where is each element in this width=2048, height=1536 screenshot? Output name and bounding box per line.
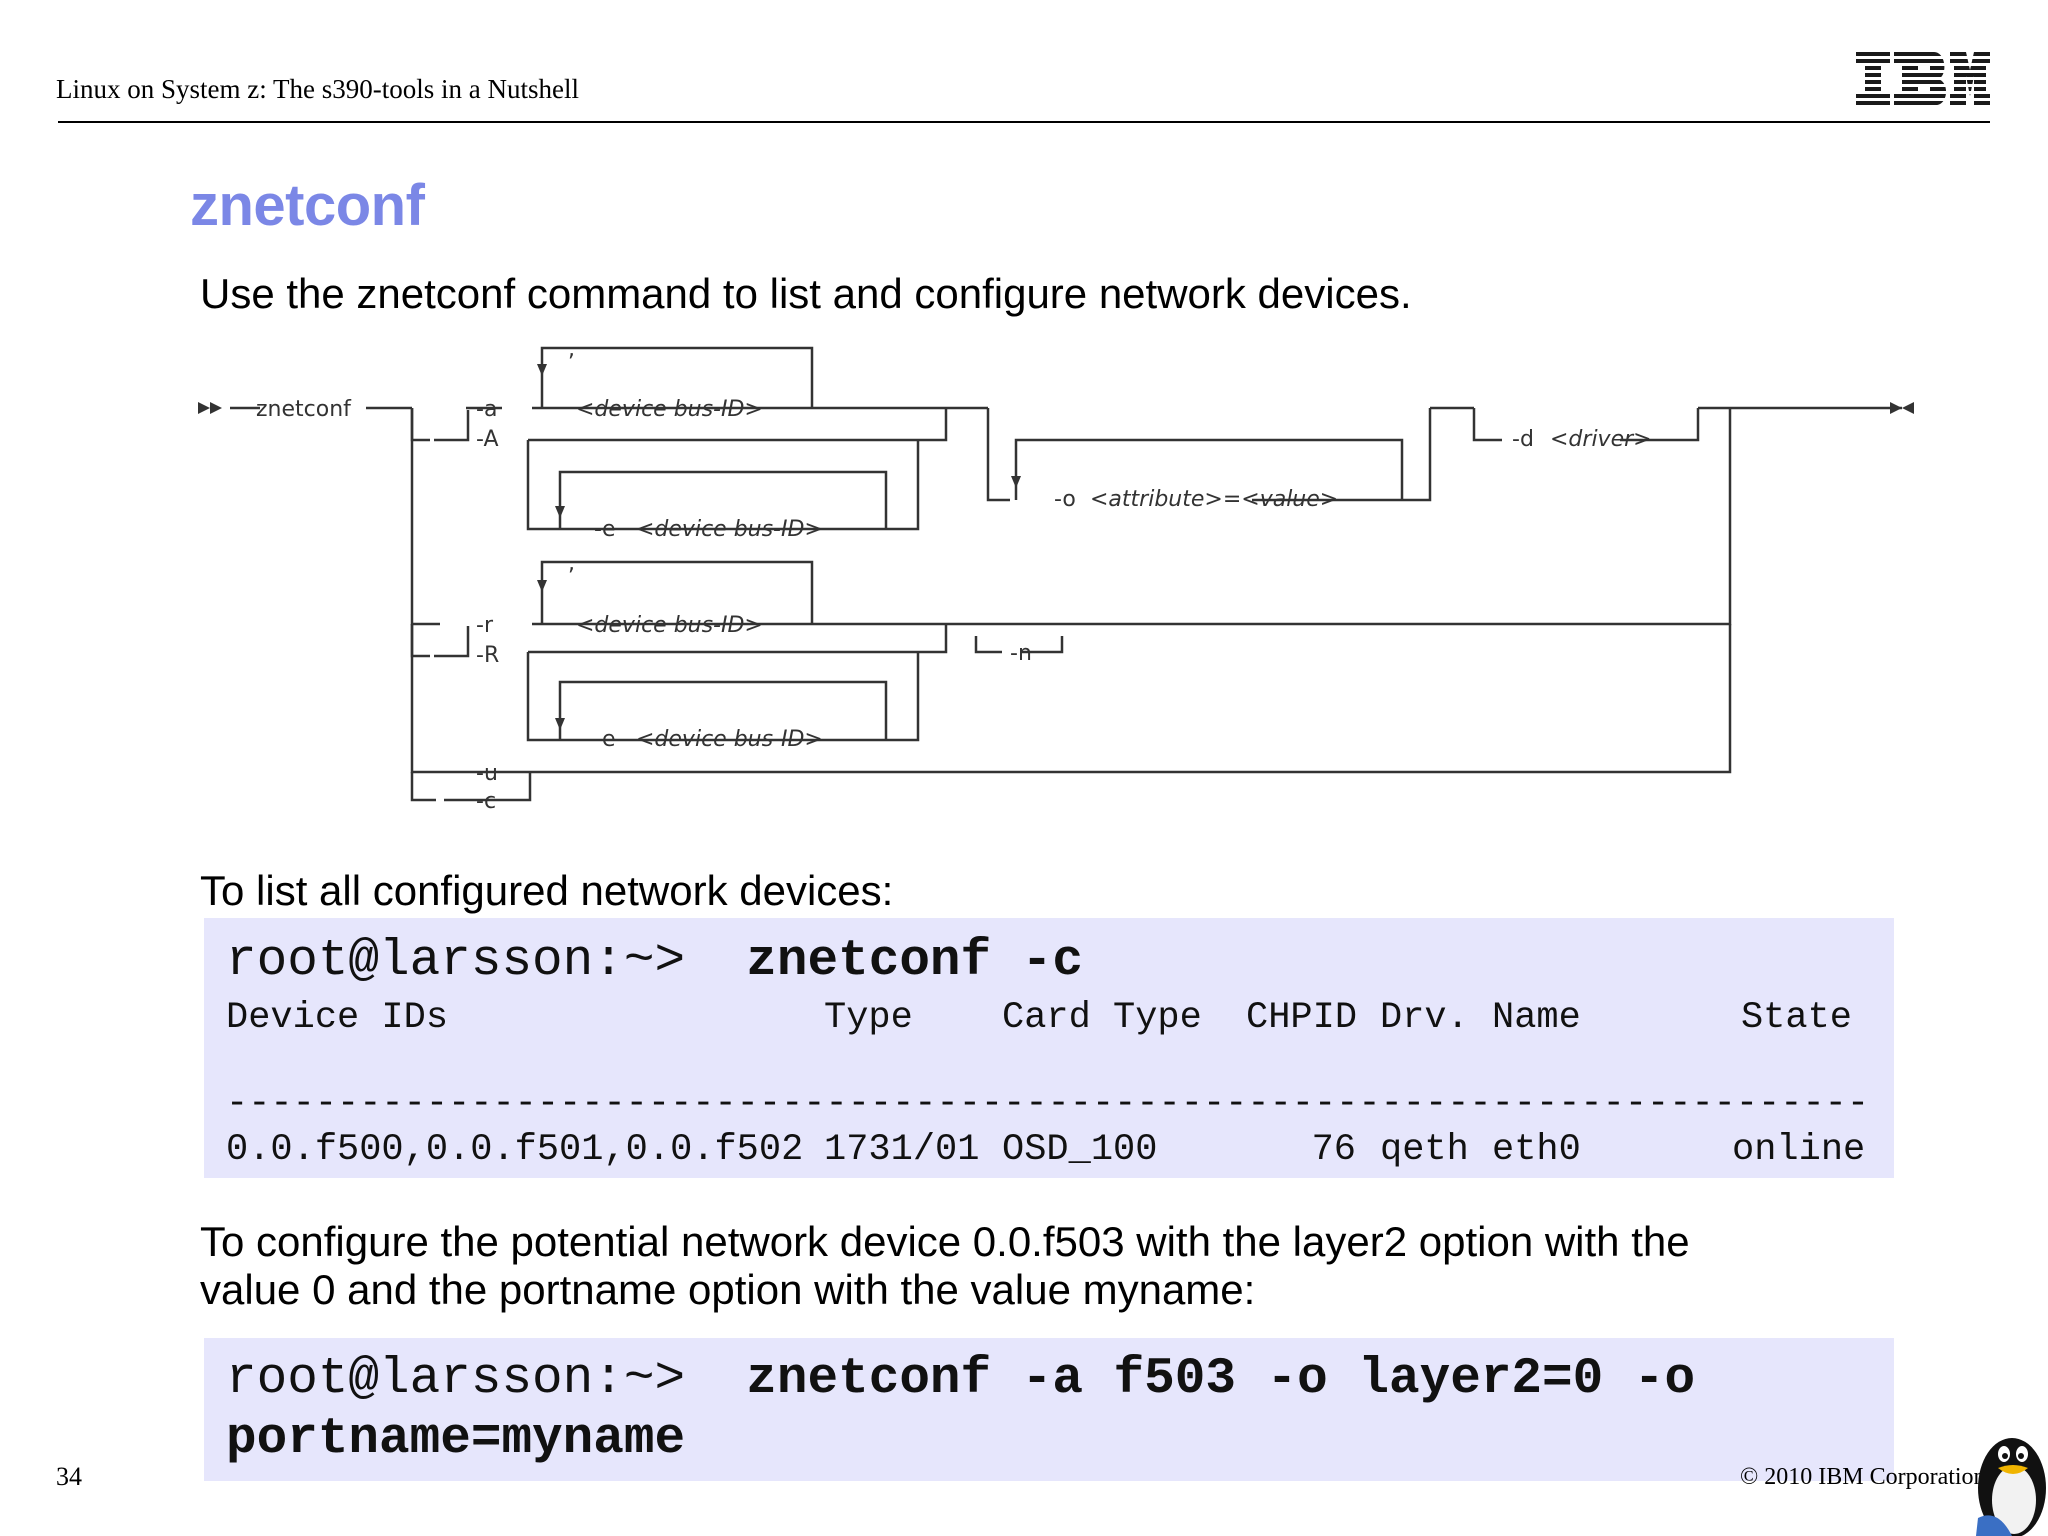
col-drv: Drv.: [1380, 997, 1469, 1039]
list-command: znetconf -c: [746, 933, 1083, 990]
cell-chpid: 76: [1311, 1129, 1356, 1171]
table-row: 0.0.f500,0.0.f501,0.0.f502 1731/01 OSD_1…: [226, 1130, 1870, 1170]
syntax-opt-e-a: -e: [594, 517, 615, 542]
list-header-row: Device IDs Type Card Type CHPID Drv. Nam…: [226, 998, 1870, 1038]
syntax-device-bus-id-r: <device bus-ID>: [576, 613, 763, 638]
col-chpid: CHPID: [1246, 997, 1358, 1039]
config-command-line2: portname=myname: [226, 1410, 685, 1470]
syntax-opt-d: -d: [1512, 427, 1534, 452]
syntax-device-bus-id-e-r: <device bus-ID>: [636, 727, 823, 752]
cell-type: 1731/01: [824, 1129, 980, 1171]
syntax-opt-n: -n: [1010, 641, 1032, 666]
config-caption: To configure the potential network devic…: [200, 1218, 1690, 1314]
col-state: State: [1740, 997, 1852, 1039]
syntax-device-bus-id-e-a: <device bus-ID>: [636, 517, 823, 542]
syntax-attribute-value: <attribute>=<value>: [1090, 487, 1338, 512]
syntax-opt-r: -r: [476, 613, 494, 638]
config-caption-line2: value 0 and the portname option with the…: [200, 1266, 1256, 1313]
col-name: Name: [1492, 997, 1581, 1039]
config-prompt: root@larsson:~>: [226, 1351, 686, 1408]
col-type: Type: [824, 997, 913, 1039]
cell-state: online: [1732, 1129, 1866, 1171]
syntax-comma-a: ,: [568, 337, 575, 362]
page-number: 34: [56, 1462, 82, 1491]
config-code-block: root@larsson:~> znetconf -a f503 -o laye…: [204, 1338, 1894, 1481]
header-title: Linux on System z: The s390-tools in a N…: [56, 74, 579, 104]
tux-penguin-icon: [1976, 1438, 2046, 1536]
syntax-command: znetconf: [256, 397, 352, 422]
list-caption: To list all configured network devices:: [200, 867, 894, 914]
syntax-opt-o: -o: [1054, 487, 1076, 512]
list-command-line: root@larsson:~> znetconf -c: [226, 932, 1083, 992]
syntax-opt-c: -c: [476, 789, 496, 814]
cell-card-type: OSD_100: [1002, 1129, 1158, 1171]
header-rule: [58, 121, 1990, 123]
slide-title: znetconf: [190, 173, 425, 238]
config-command-line1: root@larsson:~> znetconf -a f503 -o laye…: [226, 1350, 1695, 1410]
list-prompt: root@larsson:~>: [226, 933, 686, 990]
syntax-opt-A: -A: [476, 427, 499, 452]
list-code-block: root@larsson:~> znetconf -c Device IDs T…: [204, 918, 1894, 1178]
syntax-opt-u: -u: [476, 761, 498, 786]
syntax-device-bus-id-a: <device bus-ID>: [576, 397, 763, 422]
config-caption-line1: To configure the potential network devic…: [200, 1218, 1690, 1265]
col-card-type: Card Type: [1002, 997, 1202, 1039]
syntax-opt-e-r: -e: [594, 727, 615, 752]
cell-drv: qeth: [1380, 1129, 1469, 1171]
config-command-cont: portname=myname: [226, 1411, 686, 1468]
intro-text: Use the znetconf command to list and con…: [200, 270, 1412, 317]
syntax-opt-a: -a: [476, 397, 497, 422]
config-command: znetconf -a f503 -o layer2=0 -o: [746, 1351, 1696, 1408]
syntax-driver: <driver>: [1550, 427, 1652, 452]
col-device-ids: Device IDs: [226, 997, 449, 1039]
copyright: © 2010 IBM Corporation: [1740, 1464, 1986, 1490]
syntax-opt-R: -R: [476, 643, 499, 668]
syntax-diagram: znetconf -a -A <device bus-ID> , -e <dev…: [198, 337, 1914, 814]
list-separator: ----------------------------------------…: [226, 1084, 1870, 1124]
cell-device-ids: 0.0.f500,0.0.f501,0.0.f502: [226, 1129, 804, 1171]
cell-name: eth0: [1492, 1129, 1581, 1171]
ibm-logo: [1856, 52, 1990, 105]
syntax-comma-r: ,: [568, 551, 575, 576]
